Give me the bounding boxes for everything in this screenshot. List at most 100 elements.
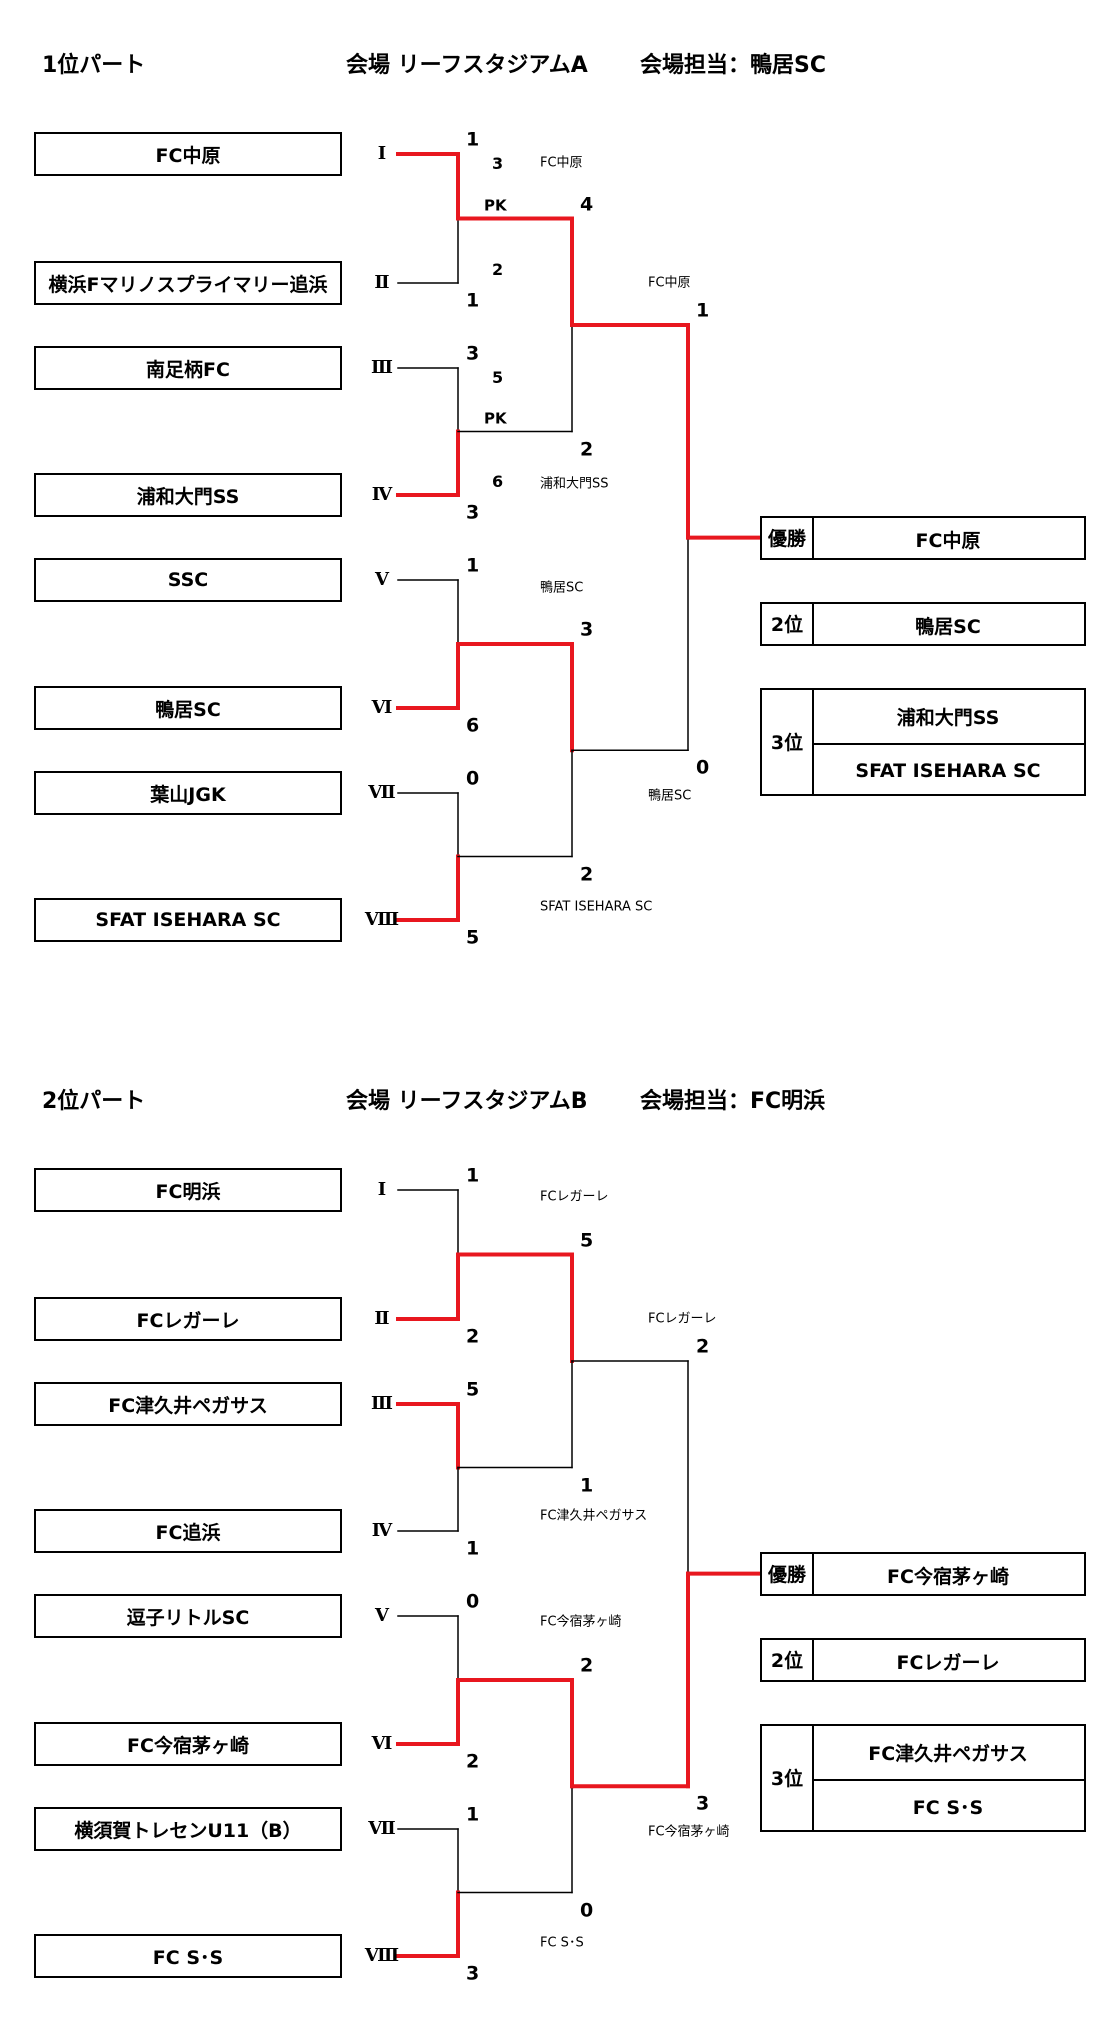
venue-host: 会場担当：鴨居SC bbox=[640, 53, 826, 78]
team-box: FC今宿茅ヶ崎 bbox=[34, 1722, 342, 1766]
team-box: FC明浜 bbox=[34, 1168, 342, 1212]
final-score: 3 bbox=[696, 1792, 710, 1815]
match-score: 1 bbox=[466, 289, 480, 312]
winner-label: 鴨居SC bbox=[648, 788, 692, 804]
pk-label: PK bbox=[484, 196, 507, 214]
team-box: FC追浜 bbox=[34, 1509, 342, 1553]
seed-number: Ⅶ bbox=[368, 1818, 396, 1839]
team-box: 横浜Fマリノスプライマリー追浜 bbox=[34, 261, 342, 305]
seed-number: Ⅰ bbox=[377, 143, 387, 164]
match-score: 0 bbox=[466, 1590, 480, 1613]
result-divider bbox=[812, 1778, 1084, 1781]
match-score: 3 bbox=[580, 618, 594, 641]
pk-score: 3 bbox=[492, 154, 504, 173]
pk-score: 2 bbox=[492, 260, 504, 279]
team-box: 横須賀トレセンU11（B） bbox=[34, 1807, 342, 1851]
result-rank-label: 3位 bbox=[762, 1725, 814, 1830]
winner-label: FC今宿茅ヶ崎 bbox=[648, 1824, 730, 1840]
seed-number: Ⅴ bbox=[375, 569, 389, 590]
match-score: 5 bbox=[466, 926, 480, 949]
result-rank-label: 3位 bbox=[762, 689, 814, 794]
seed-number: Ⅱ bbox=[374, 272, 390, 293]
seed-number: Ⅰ bbox=[377, 1179, 387, 1200]
seed-number: Ⅱ bbox=[374, 1308, 390, 1329]
result-divider bbox=[812, 742, 1084, 745]
seed-number: Ⅲ bbox=[371, 357, 393, 378]
winner-label: FCレガーレ bbox=[540, 1189, 609, 1205]
winner-label: FCレガーレ bbox=[648, 1311, 717, 1327]
match-score: 3 bbox=[466, 501, 480, 524]
result-rank-label: 優勝 bbox=[762, 1553, 814, 1594]
seed-number: Ⅲ bbox=[371, 1393, 393, 1414]
winner-label: FC中原 bbox=[648, 275, 691, 291]
seed-number: Ⅷ bbox=[364, 909, 400, 930]
team-box: FC S･S bbox=[34, 1934, 342, 1978]
seed-number: Ⅳ bbox=[371, 484, 393, 505]
match-score: 2 bbox=[466, 1325, 480, 1348]
match-score: 1 bbox=[466, 1164, 480, 1187]
seed-number: Ⅳ bbox=[371, 1520, 393, 1541]
venue-name: 会場 リーフスタジアムA bbox=[346, 53, 588, 78]
team-box: 葉山JGK bbox=[34, 771, 342, 815]
match-score: 1 bbox=[466, 554, 480, 577]
seed-number: Ⅷ bbox=[364, 1945, 400, 1966]
winner-label: 浦和大門SS bbox=[540, 476, 609, 492]
team-box: 浦和大門SS bbox=[34, 473, 342, 517]
third-place-box: 3位 浦和大門SS SFAT ISEHARA SC bbox=[760, 687, 1086, 796]
winner-label: FC津久井ペガサス bbox=[540, 1508, 648, 1524]
match-score: 5 bbox=[466, 1378, 480, 1401]
team-box: FC津久井ペガサス bbox=[34, 1382, 342, 1426]
result-team: SFAT ISEHARA SC bbox=[855, 759, 1041, 782]
winner-label: FC中原 bbox=[540, 155, 583, 171]
seed-number: Ⅵ bbox=[371, 1733, 393, 1754]
result-team: FC中原 bbox=[915, 530, 981, 553]
part-title: 2位パート bbox=[42, 1089, 146, 1114]
match-score: 6 bbox=[466, 714, 480, 737]
match-score: 2 bbox=[580, 863, 594, 885]
champion-box: 優勝 FC中原 bbox=[760, 515, 1086, 560]
final-score: 0 bbox=[696, 756, 710, 779]
team-box: 逗子リトルSC bbox=[34, 1594, 342, 1638]
match-score: 3 bbox=[466, 1962, 480, 1985]
venue-name: 会場 リーフスタジアムB bbox=[346, 1089, 588, 1114]
match-score: 0 bbox=[466, 767, 480, 790]
match-score: 0 bbox=[580, 1899, 594, 1921]
result-team: FC津久井ペガサス bbox=[868, 1743, 1028, 1766]
result-team: FC今宿茅ヶ崎 bbox=[887, 1566, 1009, 1589]
team-box: FCレガーレ bbox=[34, 1297, 342, 1341]
final-score: 1 bbox=[696, 299, 710, 322]
winner-label: FC今宿茅ヶ崎 bbox=[540, 1614, 622, 1630]
result-rank-label: 2位 bbox=[762, 603, 814, 644]
seed-number: Ⅶ bbox=[368, 782, 396, 803]
pk-score: 5 bbox=[492, 368, 504, 387]
team-box: SSC bbox=[34, 558, 342, 602]
result-team: 浦和大門SS bbox=[896, 707, 1000, 730]
match-score: 2 bbox=[580, 1654, 594, 1677]
result-team: 鴨居SC bbox=[915, 616, 981, 639]
result-team: FCレガーレ bbox=[896, 1652, 1000, 1675]
team-box: SFAT ISEHARA SC bbox=[34, 898, 342, 942]
team-box: 南足柄FC bbox=[34, 346, 342, 390]
result-rank-label: 2位 bbox=[762, 1639, 814, 1680]
final-score: 2 bbox=[696, 1335, 710, 1358]
seed-number: Ⅵ bbox=[371, 697, 393, 718]
winner-label: SFAT ISEHARA SC bbox=[540, 899, 653, 915]
result-rank-label: 優勝 bbox=[762, 517, 814, 558]
match-score: 5 bbox=[580, 1229, 594, 1251]
pk-score: 6 bbox=[492, 472, 504, 491]
match-score: 1 bbox=[466, 1537, 480, 1560]
match-score: 1 bbox=[466, 1803, 480, 1826]
part-title: 1位パート bbox=[42, 53, 146, 78]
match-score: 4 bbox=[580, 193, 594, 215]
result-team: FC S･S bbox=[912, 1797, 984, 1820]
seed-number: Ⅴ bbox=[375, 1605, 389, 1626]
second-place-box: 2位 FCレガーレ bbox=[760, 1637, 1086, 1682]
match-score: 2 bbox=[466, 1750, 480, 1773]
second-place-box: 2位 鴨居SC bbox=[760, 601, 1086, 646]
match-score: 1 bbox=[466, 128, 480, 151]
champion-box: 優勝 FC今宿茅ヶ崎 bbox=[760, 1551, 1086, 1596]
venue-host: 会場担当：FC明浜 bbox=[640, 1089, 826, 1114]
pk-label: PK bbox=[484, 409, 507, 427]
winner-label: FC S･S bbox=[540, 1935, 584, 1951]
